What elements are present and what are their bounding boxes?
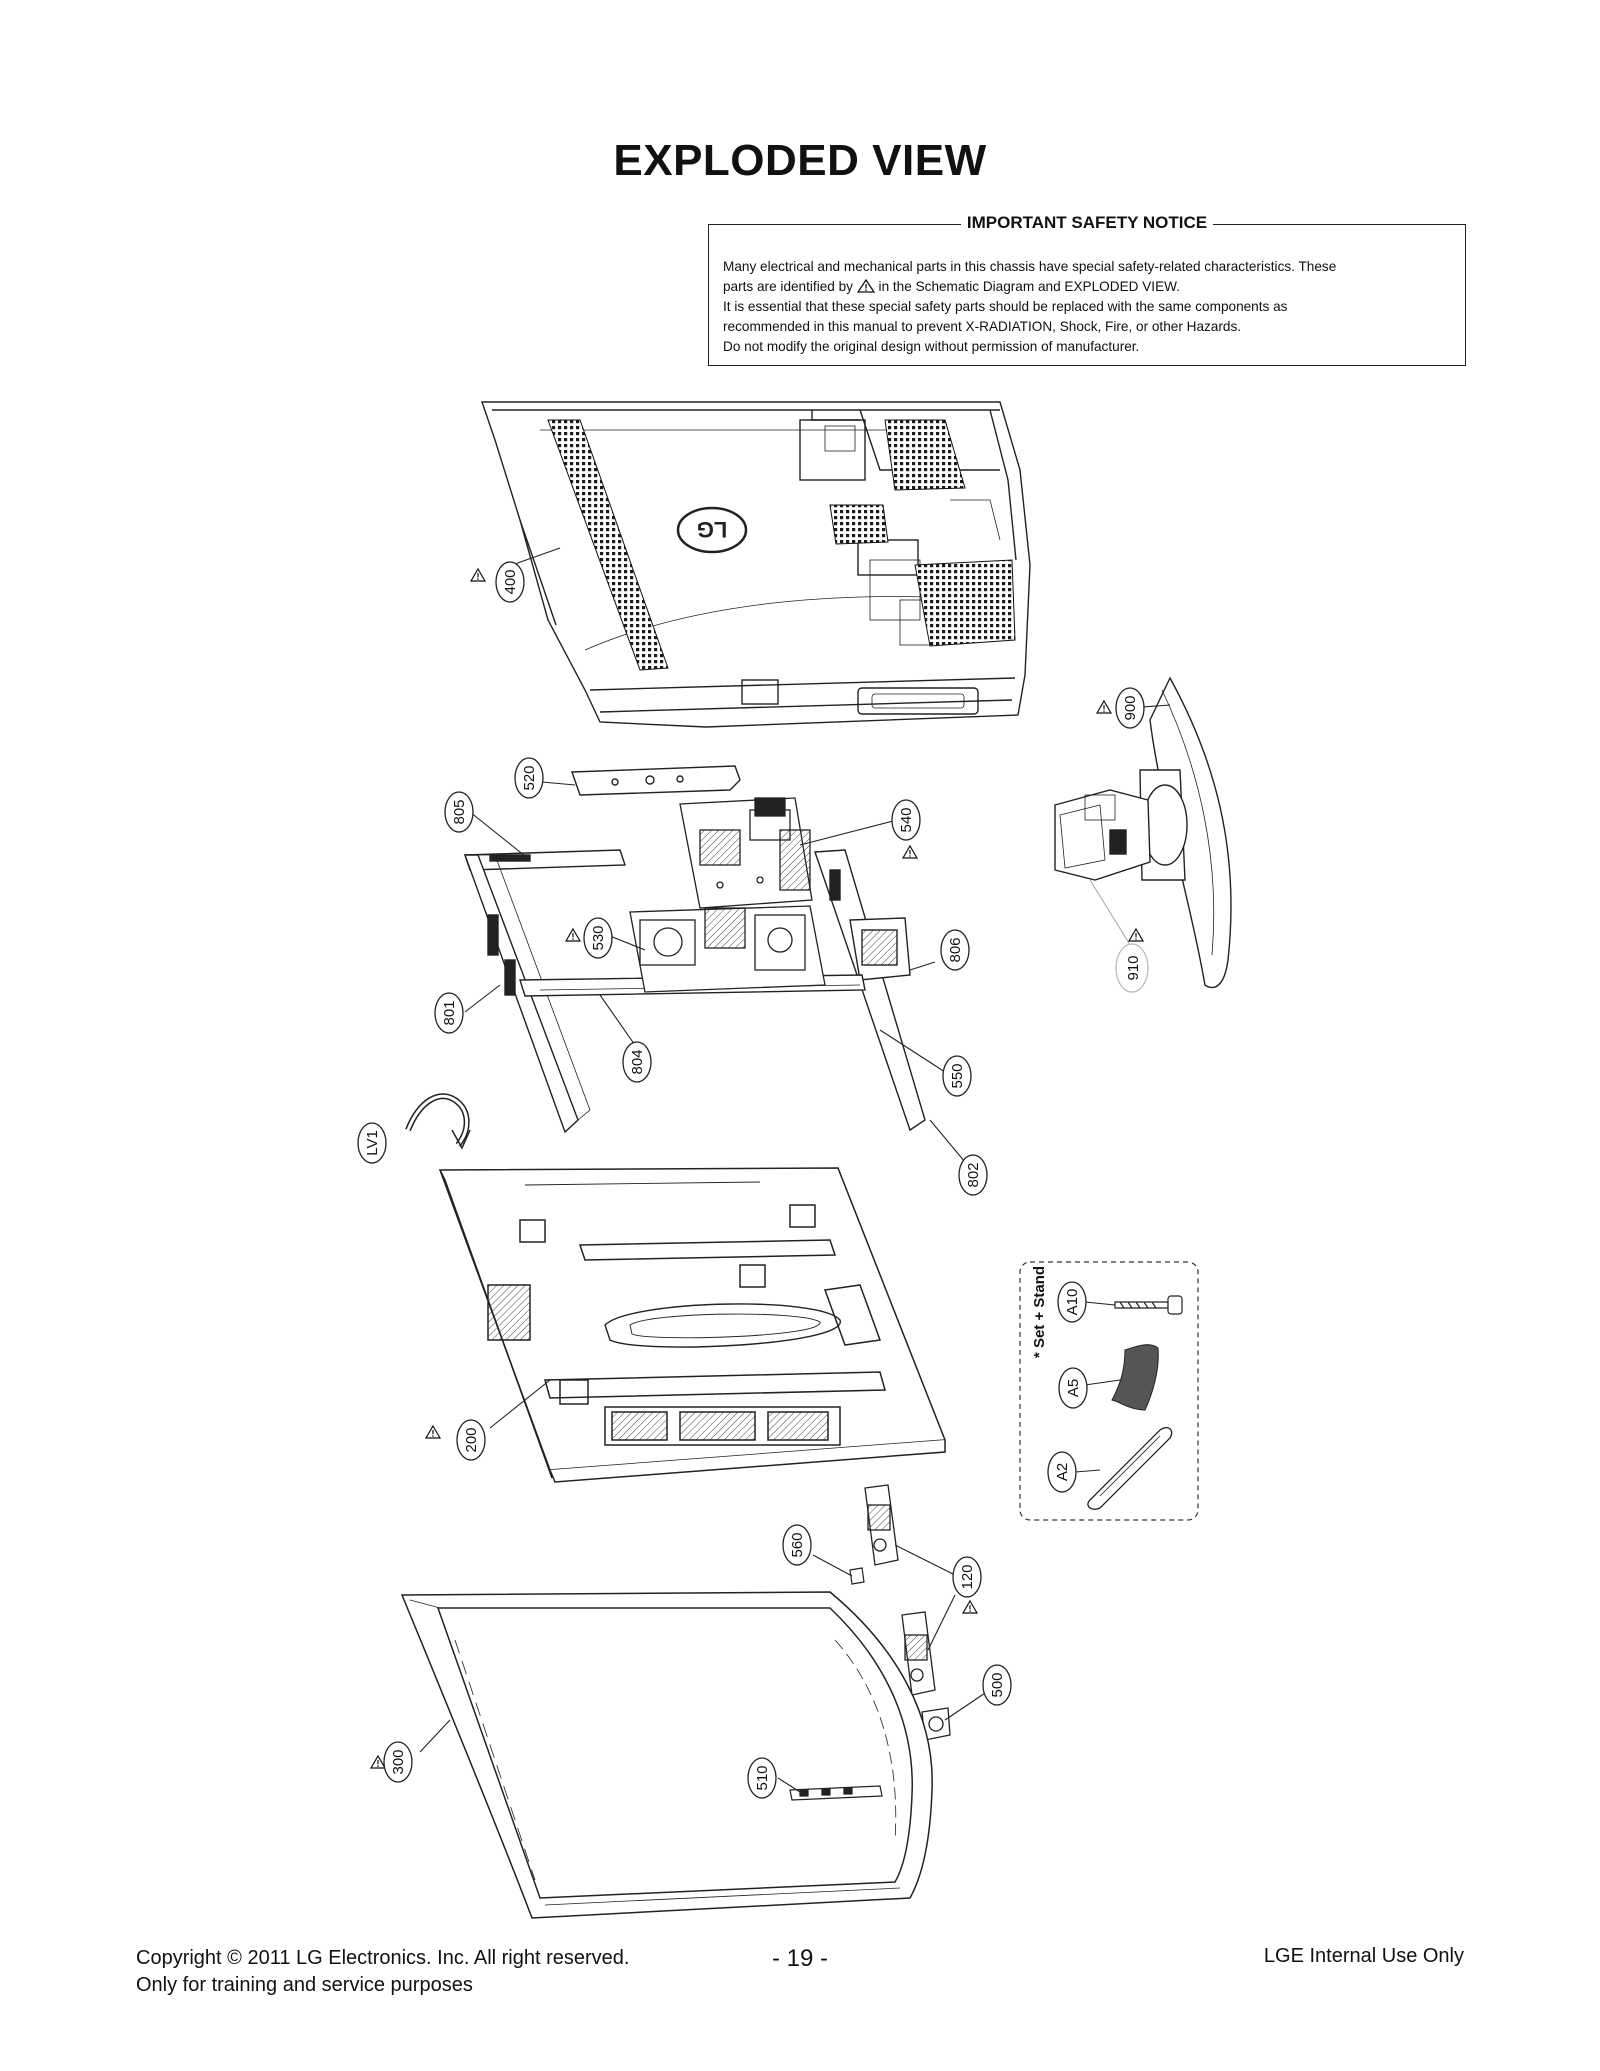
callout-900: 900 xyxy=(1115,687,1145,729)
footer-copyright-block: Copyright © 2011 LG Electronics. Inc. Al… xyxy=(136,1945,629,1999)
svg-text:A10: A10 xyxy=(1064,1289,1081,1316)
safety-notice-title: IMPORTANT SAFETY NOTICE xyxy=(709,213,1465,233)
callout-300: 300 xyxy=(383,1741,413,1783)
safety-notice-box: IMPORTANT SAFETY NOTICE Many electrical … xyxy=(708,213,1466,366)
svg-text:LV1: LV1 xyxy=(364,1130,381,1156)
footer-purpose: Only for training and service purposes xyxy=(136,1974,473,1996)
back-cover-vent-top-right xyxy=(884,419,966,491)
callout-801: 801 xyxy=(434,992,464,1034)
svg-text:A5: A5 xyxy=(1065,1379,1082,1397)
front-cabinet-part xyxy=(400,1591,933,1919)
control-bar-510-part xyxy=(789,1785,883,1801)
callout-510: 510 xyxy=(747,1757,777,1799)
page-title: EXPLODED VIEW xyxy=(613,136,987,185)
svg-text:500: 500 xyxy=(989,1672,1006,1697)
callout-802: 802 xyxy=(958,1154,988,1196)
svg-text:804: 804 xyxy=(629,1049,646,1074)
foam-a5-part xyxy=(1111,1344,1159,1411)
callout-200: 200 xyxy=(456,1419,486,1461)
svg-text:801: 801 xyxy=(441,1000,458,1025)
callout-a2: A2 xyxy=(1047,1451,1077,1493)
footer-internal-use: LGE Internal Use Only xyxy=(1263,1945,1464,1967)
svg-text:120: 120 xyxy=(959,1564,976,1589)
warning-triangle-icon-120 xyxy=(962,1600,978,1614)
notice-line-2: parts are identified by in the Schematic… xyxy=(723,279,1180,294)
accessory-group-label: * Set + Stand xyxy=(1031,1266,1048,1358)
svg-text:910: 910 xyxy=(1125,955,1142,980)
notice-line-3: It is essential that these special safet… xyxy=(723,299,1288,314)
svg-text:A2: A2 xyxy=(1054,1463,1071,1481)
footer-copyright: Copyright © 2011 LG Electronics. Inc. Al… xyxy=(136,1947,630,1969)
svg-text:900: 900 xyxy=(1122,695,1139,720)
callout-540: 540 xyxy=(891,799,921,841)
footer-page-number: - 19 - xyxy=(771,1945,828,1972)
main-board-part xyxy=(679,797,813,909)
svg-text:806: 806 xyxy=(947,937,964,962)
callout-910: 910 xyxy=(1115,943,1149,993)
callout-806: 806 xyxy=(940,929,970,971)
callout-lv1: LV1 xyxy=(357,1122,387,1164)
back-cover-vent-bottom-right xyxy=(914,559,1016,647)
notice-line-1: Many electrical and mechanical parts in … xyxy=(723,259,1337,274)
notice-line-5: Do not modify the original design withou… xyxy=(723,339,1140,354)
callout-805: 805 xyxy=(444,791,474,833)
warning-triangle-icon-400 xyxy=(470,568,486,582)
callout-120: 120 xyxy=(952,1556,982,1598)
frame-801-part xyxy=(464,854,591,1134)
callout-550: 550 xyxy=(942,1055,972,1097)
svg-text:805: 805 xyxy=(451,799,468,824)
remote-a2-part xyxy=(1087,1426,1173,1510)
svg-text:550: 550 xyxy=(949,1063,966,1088)
speaker-120-lower-part xyxy=(901,1611,936,1696)
svg-text:802: 802 xyxy=(965,1162,982,1187)
screw-a10-part xyxy=(1114,1295,1183,1315)
stand-base-part xyxy=(1139,676,1232,989)
lg-logo: LG xyxy=(676,506,748,554)
frame-806-part xyxy=(814,849,926,1132)
back-cover-part xyxy=(481,401,1031,728)
svg-text:540: 540 xyxy=(898,807,915,832)
warning-triangle-icon-300 xyxy=(370,1755,386,1769)
svg-text:520: 520 xyxy=(521,765,538,790)
svg-text:530: 530 xyxy=(590,925,607,950)
ir-board-560-part xyxy=(849,1567,865,1585)
warning-triangle-icon-910 xyxy=(1128,928,1144,942)
warning-triangle-icon-530 xyxy=(565,928,581,942)
power-board-part xyxy=(629,905,826,993)
lcd-module-part xyxy=(438,1167,947,1483)
callout-a5: A5 xyxy=(1058,1367,1088,1409)
back-cover-vent-center xyxy=(829,504,889,545)
warning-triangle-icon-540 xyxy=(902,845,918,859)
callout-560: 560 xyxy=(782,1524,812,1566)
callout-400: 400 xyxy=(495,561,525,603)
notice-line-4: recommended in this manual to prevent X-… xyxy=(723,319,1242,334)
callout-500: 500 xyxy=(982,1664,1012,1706)
svg-text:200: 200 xyxy=(463,1427,480,1452)
warning-triangle-icon-900 xyxy=(1096,700,1112,714)
warning-triangle-icon xyxy=(856,279,875,293)
back-cover-vent-left xyxy=(547,419,669,671)
lvds-cable-part xyxy=(405,1093,471,1150)
callout-530: 530 xyxy=(583,917,613,959)
svg-text:560: 560 xyxy=(789,1532,806,1557)
svg-text:510: 510 xyxy=(754,1765,771,1790)
callout-a10: A10 xyxy=(1057,1281,1087,1323)
safety-notice-body: Many electrical and mechanical parts in … xyxy=(723,257,1451,357)
svg-text:400: 400 xyxy=(502,569,519,594)
callout-804: 804 xyxy=(622,1041,652,1083)
callout-520: 520 xyxy=(514,757,544,799)
svg-text:LG: LG xyxy=(697,517,728,542)
frame-805-part xyxy=(464,849,626,871)
speaker-120-upper-part xyxy=(864,1484,899,1566)
stand-neck-part xyxy=(1054,789,1151,881)
accessory-group: * Set + Stand xyxy=(1019,1261,1199,1521)
svg-text:300: 300 xyxy=(390,1749,407,1774)
warning-triangle-icon-200 xyxy=(425,1425,441,1439)
input-bracket-part xyxy=(571,765,741,796)
